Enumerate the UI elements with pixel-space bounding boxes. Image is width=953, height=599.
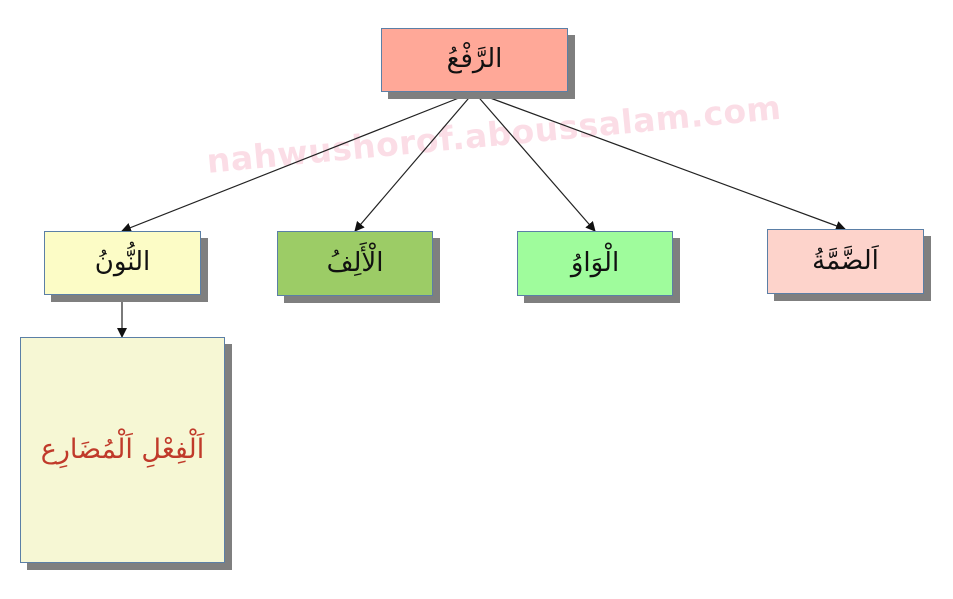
node-label: النُّونُ: [94, 247, 151, 278]
node-damma: اَلضَّمَّةُ: [767, 229, 924, 294]
node-waw: الْوَاوُ: [517, 231, 673, 296]
node-noon: النُّونُ: [44, 231, 201, 295]
node-fiil-mudari: اَلْفِعْلِ اَلْمُضَارِع: [20, 337, 225, 563]
node-label: الرَّفْعُ: [446, 44, 503, 75]
node-label: اَلْفِعْلِ اَلْمُضَارِع: [40, 434, 205, 466]
node-label: الْأَلِفُ: [326, 247, 384, 278]
connector-root-waw: [473, 91, 596, 232]
connector-root-noon: [121, 91, 475, 233]
node-label: اَلضَّمَّةُ: [812, 245, 879, 276]
node-alif: الْأَلِفُ: [277, 231, 433, 296]
connector-root-damma: [473, 91, 846, 231]
node-label: الْوَاوُ: [570, 247, 620, 278]
node-raf: الرَّفْعُ: [381, 28, 568, 92]
connector-root-alif: [354, 91, 475, 232]
